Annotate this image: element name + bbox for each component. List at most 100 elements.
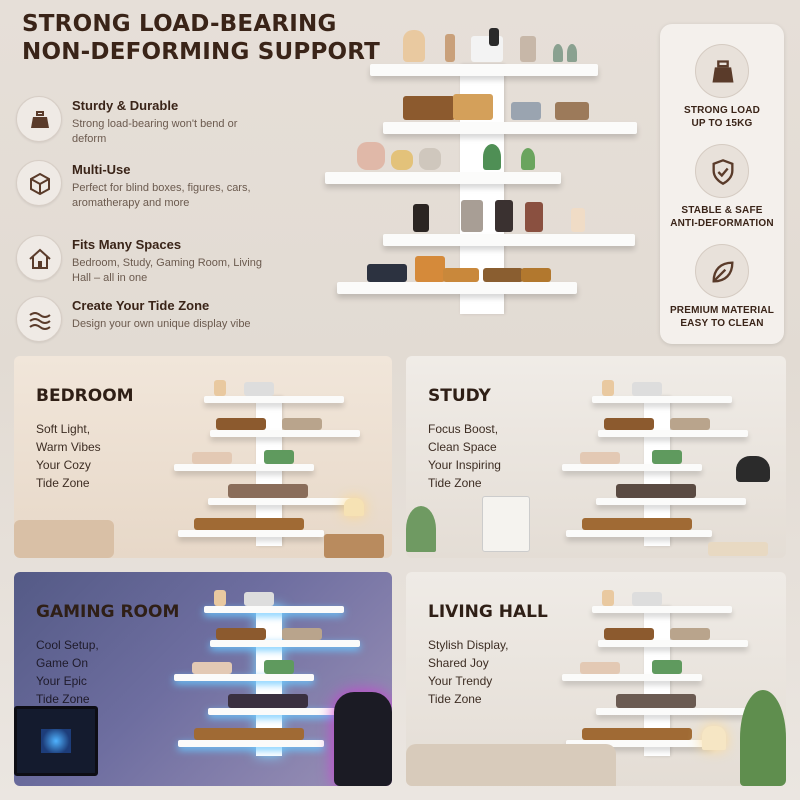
scene-line: Cool Setup, [36,638,99,652]
figurine [571,208,585,232]
toy-car [555,102,589,120]
toy-excavator [415,256,445,282]
scene-line: Your Inspiring [428,458,501,472]
headline-line-2: NON-DEFORMING SUPPORT [22,39,381,65]
main-shelf-illustration [325,28,640,318]
shelf-board [370,64,598,76]
gaming-monitor [14,706,98,776]
weight-icon [16,96,62,142]
shelf-illustration [552,576,772,756]
scene-line: Tide Zone [36,692,90,706]
mini-tree [567,44,577,62]
spec-line: STABLE & SAFE [681,205,763,216]
spec-line: EASY TO CLEAN [680,318,764,329]
animal-figure [419,148,441,170]
toy-car [367,264,407,282]
scene-title: STUDY [428,386,491,406]
shelf-illustration [164,576,384,756]
toy-truck [453,94,493,120]
feature-title: Multi-Use [72,162,131,177]
figurine [489,28,499,46]
shelf-board [325,172,561,184]
spec-stable: STABLE & SAFE ANTI-DEFORMATION [660,144,784,230]
feature-title: Fits Many Spaces [72,237,182,252]
spec-line: PREMIUM MATERIAL [669,305,775,316]
toy-truck [483,268,523,282]
feature-spaces: Fits Many Spaces Bedroom, Study, Gaming … [16,235,316,291]
scene-line: Stylish Display, [428,638,509,652]
plant [406,506,436,552]
scene-line: Tide Zone [428,476,482,490]
scene-title: GAMING ROOM [36,602,180,622]
feature-title: Sturdy & Durable [72,98,179,113]
scene-line: Focus Boost, [428,422,499,436]
scene-card-study: STUDY Focus Boost, Clean Space Your Insp… [406,356,786,558]
shelf-illustration [552,366,772,546]
page-headline: STRONG LOAD-BEARING NON-DEFORMING SUPPOR… [22,10,402,66]
figurine [525,202,543,232]
spec-line: ANTI-DEFORMATION [670,218,774,229]
kettlebell-icon [695,44,749,98]
box-icon [16,160,62,206]
feature-desc: Strong load-bearing won't bend or deform [72,118,238,145]
feature-multi-use: Multi-Use Perfect for blind boxes, figur… [16,160,316,216]
scene-line: Shared Joy [428,656,489,670]
scene-line: Game On [36,656,89,670]
plant [740,690,786,786]
figurine [520,36,536,62]
figurine [495,200,513,232]
feature-tide-zone: Create Your Tide Zone Design your own un… [16,296,316,352]
leaf-icon [695,244,749,298]
scene-line: Your Cozy [36,458,91,472]
headline-line-1: STRONG LOAD-BEARING [22,11,337,37]
animal-figure [357,142,385,170]
feature-desc: Design your own unique display vibe [72,318,251,330]
scene-card-gaming-room: GAMING ROOM Cool Setup, Game On Your Epi… [14,572,392,786]
book-stack [708,542,768,556]
spec-line: STRONG LOAD [683,105,761,116]
feature-desc: Perfect for blind boxes, figures, cars, … [72,182,251,209]
sofa [406,744,616,786]
figurine [413,204,429,232]
figurine [445,34,455,62]
nightstand [324,534,384,558]
feature-desc: Bedroom, Study, Gaming Room, Living Hall… [72,257,262,284]
scene-card-bedroom: BEDROOM Soft Light, Warm Vibes Your Cozy… [14,356,392,558]
mini-tree [553,44,563,62]
shield-check-icon [695,144,749,198]
figurine [403,30,425,62]
animal-figure [391,150,413,170]
scene-title: LIVING HALL [428,602,548,622]
floor-lamp [702,726,726,750]
shelf-board [383,234,635,246]
scene-line: Warm Vibes [36,440,101,454]
shelf-board [337,282,577,294]
scene-line: Soft Light, [36,422,91,436]
spec-load: STRONG LOAD UP TO 15KG [660,44,784,130]
spec-line: UP TO 15KG [691,118,753,129]
scene-line: Clean Space [428,440,497,454]
scene-line: Tide Zone [36,476,90,490]
figurine [461,200,483,232]
gaming-chair [334,692,392,786]
desk-lamp [736,456,770,482]
scene-title: BEDROOM [36,386,134,406]
scene-line: Your Trendy [428,674,493,688]
scene-card-living-hall: LIVING HALL Stylish Display, Shared Joy … [406,572,786,786]
shelf-illustration [164,366,384,546]
feature-title: Create Your Tide Zone [72,298,210,313]
mini-tree [483,144,501,170]
toy-truck [443,268,479,282]
books [482,496,530,552]
shelf-board [383,122,637,134]
scene-line: Your Epic [36,674,87,688]
spec-material: PREMIUM MATERIAL EASY TO CLEAN [660,244,784,330]
spec-panel: STRONG LOAD UP TO 15KG STABLE & SAFE ANT… [660,24,784,344]
lamp [344,498,364,516]
house-icon [16,235,62,281]
mini-tree [521,148,535,170]
feature-sturdy: Sturdy & Durable Strong load-bearing won… [16,96,316,152]
toy-car [511,102,541,120]
toy-truck [521,268,551,282]
waves-icon [16,296,62,342]
